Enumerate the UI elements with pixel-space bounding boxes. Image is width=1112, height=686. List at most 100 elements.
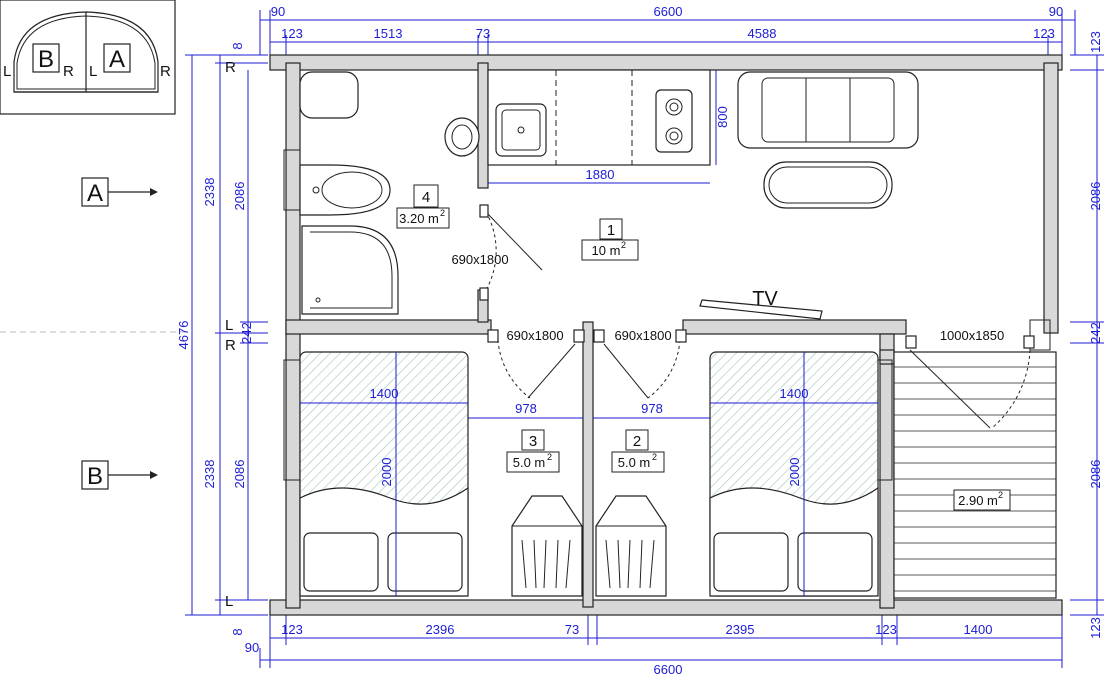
dimension-lines bbox=[185, 10, 1104, 668]
room-3-area-box bbox=[506, 451, 560, 473]
dim-right-2086a: 2086 bbox=[1088, 182, 1103, 211]
washing-machine bbox=[299, 71, 359, 119]
dim-bot-123b: 123 bbox=[875, 622, 897, 637]
dim-bed-2000b: 2000 bbox=[787, 458, 802, 487]
inset-panel-b: B bbox=[38, 46, 54, 73]
door-bed-left-swing bbox=[497, 339, 531, 399]
dim-bot-90: 90 bbox=[245, 640, 259, 655]
terrace-area: 2.90 m bbox=[958, 493, 998, 508]
dim-left-2086b: 2086 bbox=[232, 460, 247, 489]
room-1-number: 1 bbox=[607, 222, 615, 239]
wall-mark-r-top: R bbox=[225, 59, 236, 76]
dim-hall-978a: 978 bbox=[515, 401, 537, 416]
room-2-area-box bbox=[611, 451, 665, 473]
door-bed-left-size: 690x1800 bbox=[506, 328, 563, 343]
room-2-number: 2 bbox=[633, 433, 641, 450]
door-terrace-size: 1000x1850 bbox=[940, 328, 1004, 343]
dim-left-2338a: 2338 bbox=[202, 178, 217, 207]
wall-mark-l-bot: L bbox=[225, 593, 233, 610]
bathroom: 4 3.20 m 2 690x1800 bbox=[299, 71, 543, 315]
shower-cabin bbox=[301, 225, 399, 315]
wall-mark-l-mid: L bbox=[225, 317, 233, 334]
room-1-area: 10 m bbox=[592, 243, 621, 258]
dim-top-4588: 4588 bbox=[748, 26, 777, 41]
dim-top-73: 73 bbox=[476, 26, 490, 41]
dim-bed-1400b: 1400 bbox=[780, 386, 809, 401]
inset-l2: L bbox=[89, 63, 97, 80]
tv-label: TV bbox=[752, 288, 778, 310]
bedroom-left: 1400 2000 978 3 5.0 m 2 690x1800 bbox=[299, 328, 583, 597]
dim-bot-123a: 123 bbox=[281, 622, 303, 637]
room-3-number-box bbox=[521, 429, 545, 451]
door-bed-right-swing bbox=[647, 339, 681, 399]
room-3-area: 5.0 m bbox=[513, 455, 546, 470]
dim-top-90a: 90 bbox=[271, 4, 285, 19]
dim-right-242: 242 bbox=[1088, 322, 1103, 344]
dim-left-8a: 8 bbox=[230, 42, 245, 49]
dim-bot-total: 6600 bbox=[654, 662, 683, 677]
door-terrace-swing bbox=[991, 349, 1031, 429]
dim-bed-2000a: 2000 bbox=[379, 458, 394, 487]
dim-bot-73: 73 bbox=[565, 622, 579, 637]
dim-bot-1400: 1400 bbox=[964, 622, 993, 637]
svg-text:A: A bbox=[87, 180, 103, 207]
door-bath-size: 690x1800 bbox=[451, 252, 508, 267]
dim-counter-800: 800 bbox=[715, 106, 730, 128]
dim-left-2338b: 2338 bbox=[202, 460, 217, 489]
room-1-area-sup: 2 bbox=[621, 240, 626, 250]
coffee-table bbox=[763, 161, 893, 209]
dim-left-242: 242 bbox=[239, 322, 254, 344]
section-marker-a: A bbox=[81, 177, 158, 207]
wall-mark-r-mid: R bbox=[225, 337, 236, 354]
tv-stand bbox=[699, 299, 823, 320]
room-4-number: 4 bbox=[422, 189, 430, 206]
dim-right-2086b: 2086 bbox=[1088, 460, 1103, 489]
dim-right-123a: 123 bbox=[1088, 31, 1103, 53]
inset-panel-a: A bbox=[109, 46, 125, 73]
dim-bot-2396: 2396 bbox=[426, 622, 455, 637]
toilet bbox=[299, 164, 391, 216]
room-1-number-box bbox=[599, 218, 623, 240]
inset-r2: R bbox=[160, 63, 171, 80]
dim-top-123b: 123 bbox=[1033, 26, 1055, 41]
pillow-right-1 bbox=[713, 532, 789, 592]
kitchen-sink bbox=[495, 103, 547, 157]
terrace-area-box bbox=[953, 489, 1011, 511]
room-4-area-sup: 2 bbox=[440, 208, 445, 218]
washbasin bbox=[444, 117, 480, 157]
dim-left-8b: 8 bbox=[230, 628, 245, 635]
dim-bot-2395: 2395 bbox=[726, 622, 755, 637]
room-4-number-box bbox=[413, 184, 439, 208]
door-frames bbox=[479, 204, 1035, 349]
terrace-area-sup: 2 bbox=[998, 490, 1003, 500]
room-3-area-sup: 2 bbox=[547, 452, 552, 462]
room-1-area-box bbox=[581, 239, 639, 261]
inset-r1: R bbox=[63, 63, 74, 80]
pillow-left-2 bbox=[387, 532, 463, 592]
inset-key: B A L R L R bbox=[0, 0, 176, 115]
room-3-number: 3 bbox=[529, 433, 537, 450]
room-4-area: 3.20 m bbox=[399, 211, 439, 226]
pillow-left-1 bbox=[303, 532, 379, 592]
dim-left-4676: 4676 bbox=[176, 321, 191, 350]
room-4-area-box bbox=[396, 207, 450, 229]
room-2-area: 5.0 m bbox=[618, 455, 651, 470]
door-bed-right-size: 690x1800 bbox=[614, 328, 671, 343]
cooktop bbox=[655, 89, 693, 153]
door-bath-swing bbox=[485, 211, 497, 291]
dim-top-total: 6600 bbox=[654, 4, 683, 19]
terrace-deck bbox=[893, 351, 1057, 599]
dim-top-123a: 123 bbox=[281, 26, 303, 41]
inset-l1: L bbox=[3, 63, 11, 80]
dim-hall-978b: 978 bbox=[641, 401, 663, 416]
section-marker-b: B bbox=[81, 460, 158, 490]
sofa bbox=[737, 71, 919, 149]
kitchen-living: 800 1880 1 10 m 2 TV bbox=[487, 69, 919, 320]
dim-right-123b: 123 bbox=[1088, 617, 1103, 639]
pillow-right-2 bbox=[797, 532, 873, 592]
dim-counter-1880: 1880 bbox=[586, 167, 615, 182]
inset-panel-a-box bbox=[103, 43, 131, 73]
dim-top-1513: 1513 bbox=[374, 26, 403, 41]
svg-text:B: B bbox=[87, 463, 103, 490]
